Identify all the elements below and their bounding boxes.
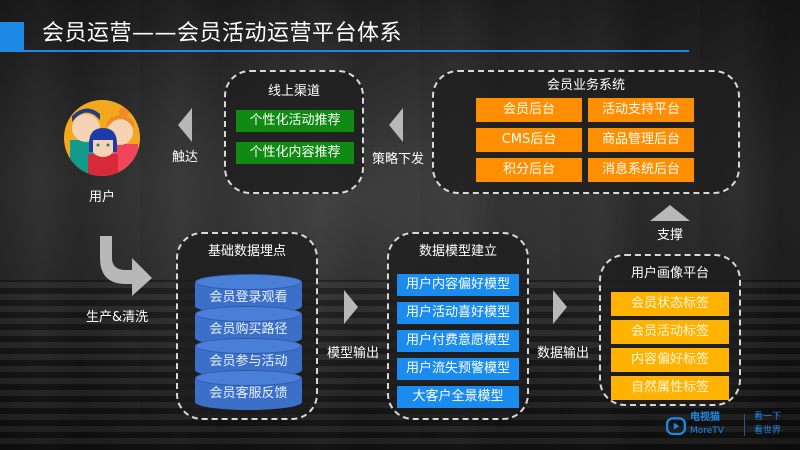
- business-item: 积分后台: [476, 158, 582, 182]
- base-data-item: 会员登录观看: [209, 290, 288, 305]
- profile-tag-item: 自然属性标签: [611, 376, 729, 400]
- profile-tag-item: 会员活动标签: [611, 320, 729, 344]
- online-channel-panel: 线上渠道 个性化活动推荐 个性化内容推荐: [224, 70, 364, 194]
- business-item: CMS后台: [476, 128, 582, 152]
- channel-item: 个性化活动推荐: [236, 110, 354, 132]
- model-output-label: 模型输出: [327, 346, 380, 361]
- channel-item: 个性化内容推荐: [236, 142, 354, 164]
- data-cylinder-segment: 会员客服反馈: [195, 370, 302, 410]
- profile-tag-item: 会员状态标签: [611, 292, 729, 316]
- produce-arrow-icon: [100, 236, 152, 296]
- page-title: 会员运营——会员活动运营平台体系: [42, 21, 403, 46]
- business-item: 会员后台: [476, 98, 582, 122]
- title-underline: [24, 50, 689, 52]
- profile-tag-item: 内容偏好标签: [611, 348, 729, 372]
- user-profile-title: 用户画像平台: [630, 266, 709, 281]
- data-output-label: 数据输出: [537, 346, 590, 361]
- online-channel-title: 线上渠道: [267, 84, 320, 99]
- logo-slogan-2: 看世界: [754, 426, 782, 436]
- strategy-arrow-icon: [389, 108, 403, 142]
- strategy-label: 策略下发: [372, 152, 425, 167]
- data-model-panel: 数据模型建立 用户内容偏好模型 用户活动喜好模型 用户付费意愿模型 用户流失预警…: [387, 232, 529, 420]
- member-business-system-panel: 会员业务系统 会员后台 活动支持平台 CMS后台 商品管理后台 积分后台 消息系…: [432, 70, 740, 194]
- model-item: 用户付费意愿模型: [397, 330, 519, 352]
- base-data-item: 会员参与活动: [209, 354, 288, 369]
- reach-arrow-icon: [178, 108, 192, 142]
- support-label: 支撑: [657, 228, 684, 243]
- moretv-logo: 电视猫 MoreTV 看一下 看世界: [666, 410, 796, 440]
- business-item: 消息系统后台: [588, 158, 694, 182]
- model-item: 用户内容偏好模型: [397, 274, 519, 296]
- model-item: 大客户全景模型: [397, 386, 519, 408]
- logo-name: 电视猫: [690, 412, 720, 423]
- tv-cat-icon: [666, 417, 686, 435]
- support-arrow-icon: [650, 205, 690, 221]
- business-item: 商品管理后台: [588, 128, 694, 152]
- user-avatar-icon: [64, 100, 140, 176]
- model-output-arrow-icon: [344, 290, 358, 324]
- logo-sub: MoreTV: [690, 426, 724, 436]
- base-data-panel: 基础数据埋点 会员登录观看 会员购买路径 会员参与活动 会员客服反馈: [176, 232, 318, 420]
- member-business-title: 会员业务系统: [546, 78, 625, 93]
- title-accent-bar: [0, 22, 24, 52]
- reach-label: 触达: [172, 150, 199, 165]
- user-profile-panel: 用户画像平台 会员状态标签 会员活动标签 内容偏好标签 自然属性标签: [599, 254, 741, 406]
- base-data-title: 基础数据埋点: [207, 244, 286, 259]
- data-model-title: 数据模型建立: [418, 244, 497, 259]
- user-label: 用户: [89, 190, 116, 205]
- model-item: 用户流失预警模型: [397, 358, 519, 380]
- business-item: 活动支持平台: [588, 98, 694, 122]
- produce-label: 生产&清洗: [86, 310, 149, 325]
- base-data-item: 会员客服反馈: [209, 386, 288, 401]
- base-data-item: 会员购买路径: [209, 322, 288, 337]
- data-output-arrow-icon: [553, 290, 567, 324]
- logo-slogan-1: 看一下: [754, 412, 782, 422]
- logo-divider: [744, 414, 745, 436]
- model-item: 用户活动喜好模型: [397, 302, 519, 324]
